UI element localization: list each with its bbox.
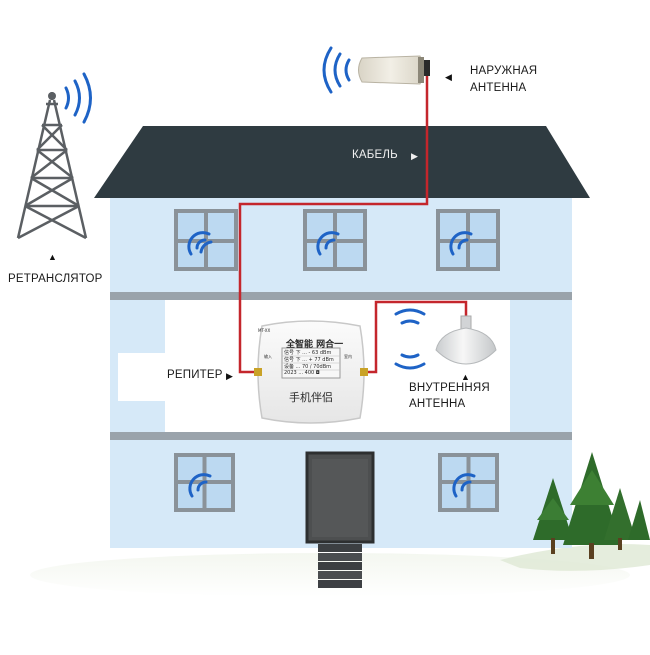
repeater-label: РЕПИТЕР <box>167 369 223 381</box>
wifi-icon <box>449 231 473 256</box>
cable <box>238 72 468 374</box>
outdoor-antenna-label-2: АНТЕННА <box>470 82 527 94</box>
device-screen-row: 信号 下 ... + 77 dBm <box>284 357 334 363</box>
relay-tower-label: РЕТРАНСЛЯТОР <box>8 273 103 285</box>
signal-waves-icon <box>322 46 351 94</box>
wifi-icon <box>187 231 213 256</box>
pointer-right-icon: ▶ <box>226 371 233 381</box>
window-top-center <box>303 209 367 271</box>
cable-label: КАБЕЛЬ <box>352 149 398 161</box>
wifi-icon <box>452 473 476 498</box>
window-signal-icons <box>187 231 476 498</box>
door <box>305 451 375 544</box>
pointer-up-icon: ▲ <box>461 372 470 382</box>
repeater-device <box>254 320 368 424</box>
relay-tower <box>16 92 88 240</box>
outdoor-antenna <box>322 46 430 94</box>
wifi-icon <box>316 231 340 256</box>
indoor-antenna <box>394 308 497 370</box>
signal-waves-icon <box>394 308 426 370</box>
device-screen-row: 信号 下 ... - 63 dBm <box>284 350 332 356</box>
windows <box>174 209 500 512</box>
tower-signal-icon <box>48 72 92 124</box>
floor-band-lower <box>110 432 572 440</box>
pointer-right-icon: ▶ <box>411 151 418 161</box>
device-port-right-label: 室内 <box>344 354 352 359</box>
device-port-left-label: 输入 <box>264 354 272 359</box>
indoor-antenna-label-2: АНТЕННА <box>409 398 466 410</box>
wifi-icon <box>188 473 212 498</box>
pointer-left-icon: ◀ <box>445 72 452 82</box>
device-brand: 手机伴侣 <box>289 391 333 404</box>
steps <box>318 544 362 588</box>
outdoor-antenna-label: НАРУЖНАЯ <box>470 65 538 77</box>
device-top-text: 全智能 网合一 <box>286 340 344 350</box>
pointer-up-icon: ▲ <box>48 252 57 262</box>
device-corner-label: MT-XX <box>258 328 271 333</box>
indoor-antenna-label: ВНУТРЕННЯЯ <box>409 382 490 394</box>
device-screen-row: 2023 ... 400 ◘ <box>284 370 320 376</box>
device-screen-row: 设备 ... 70 / 70dBm <box>284 364 332 370</box>
trees <box>533 452 650 559</box>
floor-band-upper <box>110 292 572 300</box>
roof <box>94 126 590 198</box>
